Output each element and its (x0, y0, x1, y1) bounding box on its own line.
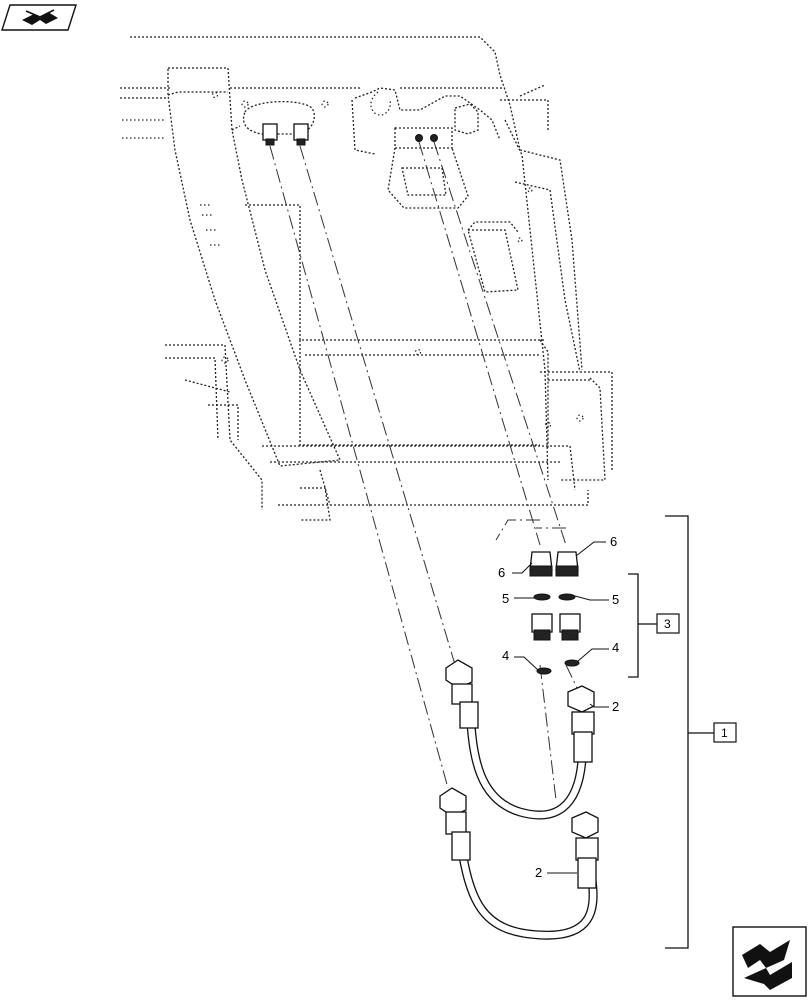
machine-frame (120, 36, 613, 521)
assembly-centerlines (269, 141, 579, 801)
callout-4-left: 4 (502, 648, 539, 671)
callout-5-right: 5 (574, 592, 619, 607)
page-next-arrow-icon[interactable] (732, 926, 807, 997)
hose-lower (439, 787, 599, 940)
connector-right (559, 613, 581, 641)
assembly-bracket-1: 1 (665, 515, 737, 949)
svg-text:6: 6 (610, 534, 617, 549)
svg-text:5: 5 (502, 591, 509, 606)
callout-6-right: 6 (575, 534, 617, 557)
svg-text:5: 5 (612, 592, 619, 607)
hose-upper (445, 659, 595, 820)
callout-6-left: 6 (498, 562, 533, 580)
svg-text:4: 4 (502, 648, 509, 663)
svg-text:4: 4 (612, 640, 619, 655)
connector-left (531, 613, 553, 641)
o-ring-4-right (564, 659, 580, 667)
callout-2-upper: 2 (589, 699, 619, 714)
kit-bracket-3: 3 (628, 573, 680, 678)
svg-text:3: 3 (664, 617, 671, 631)
o-ring-5-right (558, 593, 576, 601)
callout-4-right: 4 (577, 640, 619, 662)
adaptor-6-right (555, 551, 579, 577)
svg-text:1: 1 (721, 726, 728, 740)
plate-fittings (262, 123, 438, 146)
book-open-arrow-icon[interactable] (1, 4, 77, 31)
svg-text:6: 6 (498, 565, 505, 580)
o-ring-5-left (533, 593, 551, 601)
callout-2-lower: 2 (535, 865, 577, 880)
adaptor-6-left (529, 551, 553, 577)
callout-5-left: 5 (502, 591, 534, 606)
svg-text:2: 2 (535, 865, 542, 880)
o-ring-4-left (536, 667, 552, 675)
svg-text:2: 2 (612, 699, 619, 714)
